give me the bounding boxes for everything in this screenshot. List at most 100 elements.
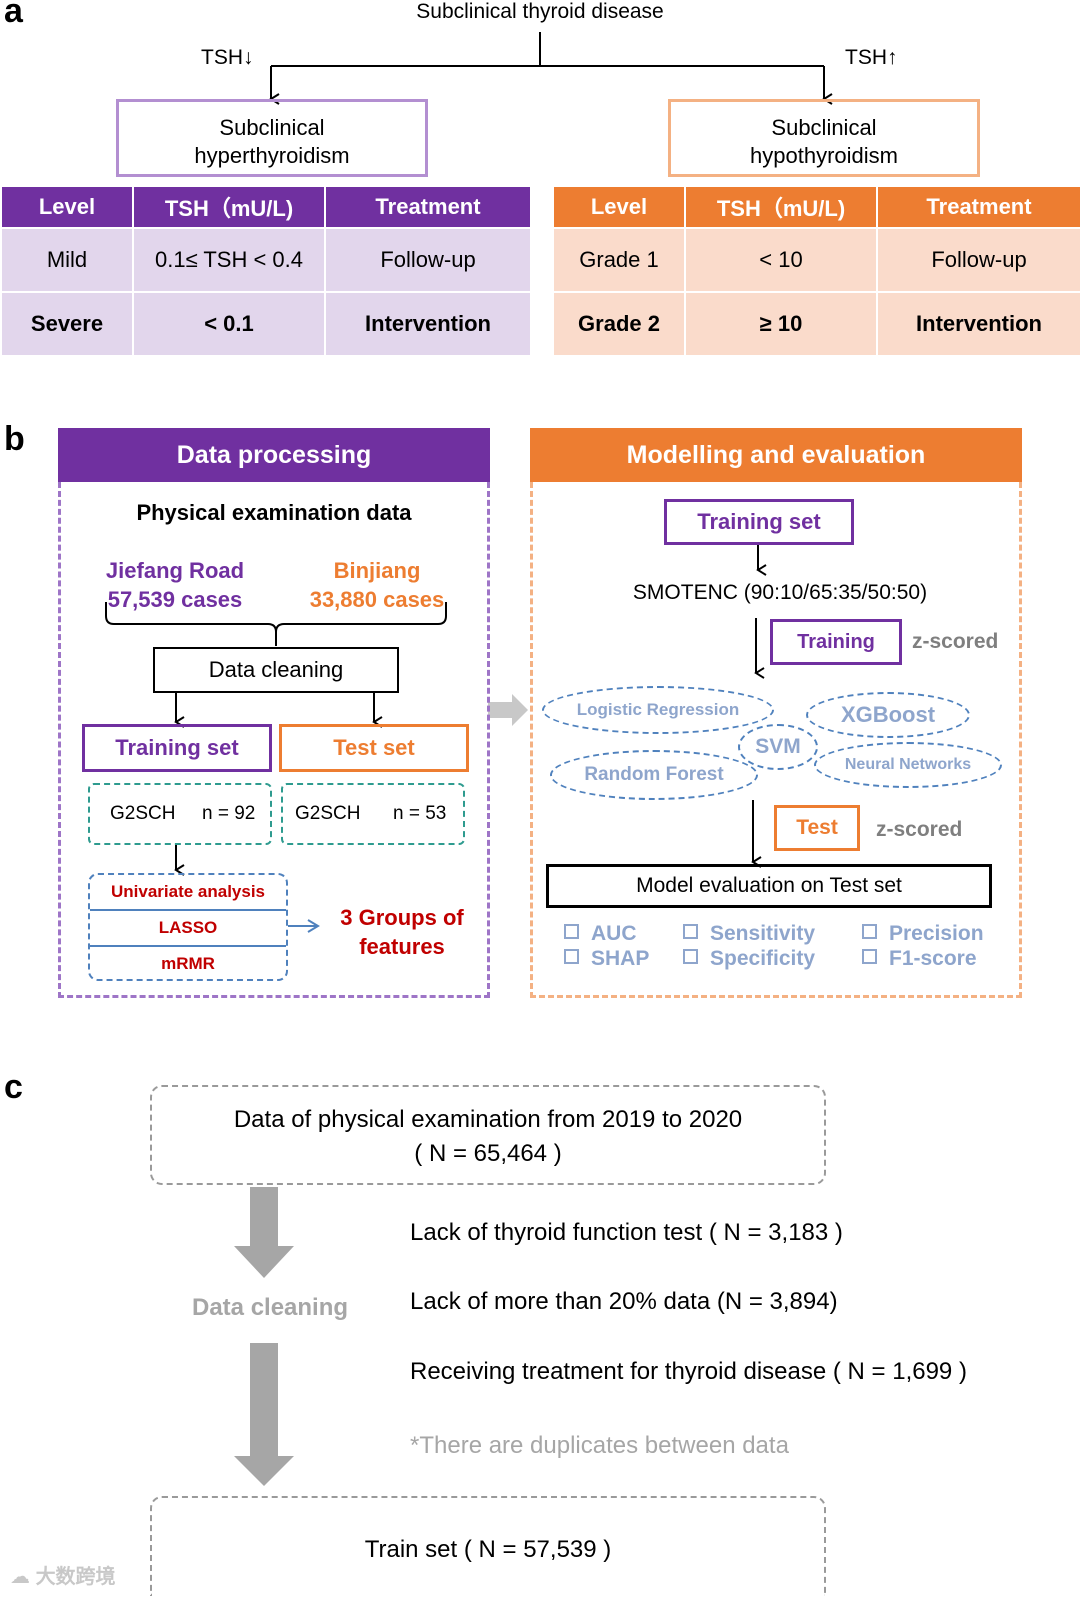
metric-specificity: Specificity bbox=[683, 947, 815, 971]
g2sch-test-box: G2SCH n = 53 bbox=[281, 783, 465, 845]
neural-networks-ellipse: Neural Networks bbox=[814, 742, 1002, 788]
random-forest-ellipse: Random Forest bbox=[550, 750, 758, 800]
table-cell: Mild bbox=[0, 227, 134, 293]
metric-shap: SHAP bbox=[564, 947, 649, 971]
table-cell: Grade 2 bbox=[552, 291, 686, 357]
modelling-header: Modelling and evaluation bbox=[530, 428, 1022, 482]
checkbox-icon bbox=[862, 949, 877, 964]
table-cell: Grade 1 bbox=[552, 227, 686, 293]
table-cell: < 10 bbox=[684, 227, 878, 293]
checkbox-icon bbox=[862, 924, 877, 939]
physical-exam-box: Data of physical examination from 2019 t… bbox=[150, 1085, 826, 1185]
smotenc-label: SMOTENC (90:10/65:35/50:50) bbox=[632, 581, 928, 604]
header-treatment: Treatment bbox=[324, 185, 532, 229]
univariate-analysis: Univariate analysis bbox=[90, 875, 286, 911]
table-cell: Severe bbox=[0, 291, 134, 357]
mrmr: mRMR bbox=[161, 954, 215, 973]
physical-exam-title: Physical examination data bbox=[136, 500, 412, 525]
data-cleaning-label: Data cleaning bbox=[192, 1294, 349, 1321]
table-cell: Intervention bbox=[324, 291, 532, 357]
training-box: Training bbox=[770, 619, 902, 665]
header-level: Level bbox=[552, 185, 686, 229]
data-processing-header: Data processing bbox=[58, 428, 490, 482]
table-cell: Intervention bbox=[876, 291, 1080, 357]
panel-letter-c: c bbox=[4, 1068, 23, 1106]
training-set-box: Training set bbox=[82, 724, 272, 772]
table-header-row: Level TSH（mU/L) Treatment bbox=[552, 185, 1080, 229]
root-label: Subclinical thyroid disease bbox=[416, 0, 664, 23]
hypothyroidism-table: Level TSH（mU/L) Treatment Grade 1 < 10 F… bbox=[552, 185, 1080, 357]
table-row: Severe < 0.1 Intervention bbox=[0, 291, 532, 357]
header-tsh: TSH（mU/L) bbox=[684, 185, 878, 229]
site-jiefang: Jiefang Road 57,539 cases bbox=[86, 556, 264, 614]
train-set-box: Train set ( N = 57,539 ) bbox=[150, 1496, 826, 1596]
checkbox-icon bbox=[683, 924, 698, 939]
hyperthyroidism-table: Level TSH（mU/L) Treatment Mild 0.1≤ TSH … bbox=[0, 185, 532, 357]
hypothyroidism-box: Subclinical hypothyroidism bbox=[668, 99, 980, 177]
site-binjiang-name: Binjiang bbox=[333, 558, 421, 583]
table-cell: Follow-up bbox=[324, 227, 532, 293]
header-treatment: Treatment bbox=[876, 185, 1080, 229]
hyperthyroidism-line1: Subclinical bbox=[219, 115, 325, 140]
metric-precision-label: Precision bbox=[889, 922, 984, 945]
test-set-box: Test set bbox=[279, 724, 469, 772]
duplicates-note: *There are duplicates between data bbox=[410, 1432, 789, 1459]
checkbox-icon bbox=[564, 949, 579, 964]
metric-f1-label: F1-score bbox=[889, 947, 977, 970]
model-evaluation-box: Model evaluation on Test set bbox=[546, 864, 992, 908]
hypothyroidism-line1: Subclinical bbox=[771, 115, 877, 140]
g2sch-train-n: n = 92 bbox=[202, 803, 256, 824]
metric-specificity-label: Specificity bbox=[710, 947, 816, 970]
header-tsh: TSH（mU/L) bbox=[132, 185, 326, 229]
checkbox-icon bbox=[564, 924, 579, 939]
tsh-low-label: TSH↓ bbox=[201, 46, 254, 69]
exclusion-item: Lack of more than 20% data (N = 3,894) bbox=[410, 1288, 838, 1315]
metric-auc-label: AUC bbox=[591, 922, 637, 945]
right-training-set-box: Training set bbox=[664, 499, 854, 545]
metric-f1: F1-score bbox=[862, 947, 977, 971]
logistic-regression-ellipse: Logistic Regression bbox=[542, 686, 774, 734]
svm-ellipse: SVM bbox=[738, 724, 818, 770]
g2sch-train-box: G2SCH n = 92 bbox=[88, 783, 272, 845]
z-scored-test: z-scored bbox=[876, 818, 963, 841]
metric-sensitivity-label: Sensitivity bbox=[710, 922, 816, 945]
g2sch-test-label: G2SCH bbox=[295, 803, 361, 824]
modelling-frame bbox=[530, 482, 1022, 998]
table-header-row: Level TSH（mU/L) Treatment bbox=[0, 185, 532, 229]
metric-shap-label: SHAP bbox=[591, 947, 650, 970]
hyperthyroidism-line2: hyperthyroidism bbox=[194, 143, 350, 168]
table-cell: ≥ 10 bbox=[684, 291, 878, 357]
g2sch-train-label: G2SCH bbox=[110, 803, 176, 824]
metric-auc: AUC bbox=[564, 922, 637, 946]
test-box: Test bbox=[774, 805, 860, 851]
physical-exam-line1: Data of physical examination from 2019 t… bbox=[233, 1106, 743, 1133]
physical-exam-line2: ( N = 65,464 ) bbox=[414, 1140, 562, 1167]
exclusion-item: Lack of thyroid function test ( N = 3,18… bbox=[410, 1219, 843, 1246]
z-scored-training: z-scored bbox=[912, 630, 999, 653]
table-cell: Follow-up bbox=[876, 227, 1080, 293]
hyperthyroidism-box: Subclinical hyperthyroidism bbox=[116, 99, 428, 177]
groups-line2: features bbox=[359, 934, 445, 959]
table-row: Grade 1 < 10 Follow-up bbox=[552, 227, 1080, 293]
watermark-logo-icon: ☁ bbox=[10, 1566, 30, 1588]
site-jiefang-cases: 57,539 cases bbox=[107, 587, 243, 612]
site-jiefang-name: Jiefang Road bbox=[105, 558, 245, 583]
header-level: Level bbox=[0, 185, 134, 229]
panel-letter-a: a bbox=[4, 0, 23, 30]
table-cell: 0.1≤ TSH < 0.4 bbox=[132, 227, 326, 293]
g2sch-test-n: n = 53 bbox=[393, 803, 447, 824]
watermark: ☁ 大数跨境 bbox=[10, 1560, 116, 1589]
table-cell: < 0.1 bbox=[132, 291, 326, 357]
exclusion-item: Receiving treatment for thyroid disease … bbox=[410, 1358, 967, 1385]
panel-letter-b: b bbox=[4, 420, 25, 458]
hypothyroidism-line2: hypothyroidism bbox=[750, 143, 898, 168]
site-binjiang: Binjiang 33,880 cases bbox=[292, 556, 462, 614]
xgboost-ellipse: XGBoost bbox=[806, 692, 970, 738]
metric-sensitivity: Sensitivity bbox=[683, 922, 815, 946]
tsh-high-label: TSH↑ bbox=[845, 46, 898, 69]
data-cleaning-box: Data cleaning bbox=[153, 647, 399, 693]
data-processing-frame bbox=[58, 482, 490, 998]
table-row: Mild 0.1≤ TSH < 0.4 Follow-up bbox=[0, 227, 532, 293]
site-binjiang-cases: 33,880 cases bbox=[309, 587, 445, 612]
